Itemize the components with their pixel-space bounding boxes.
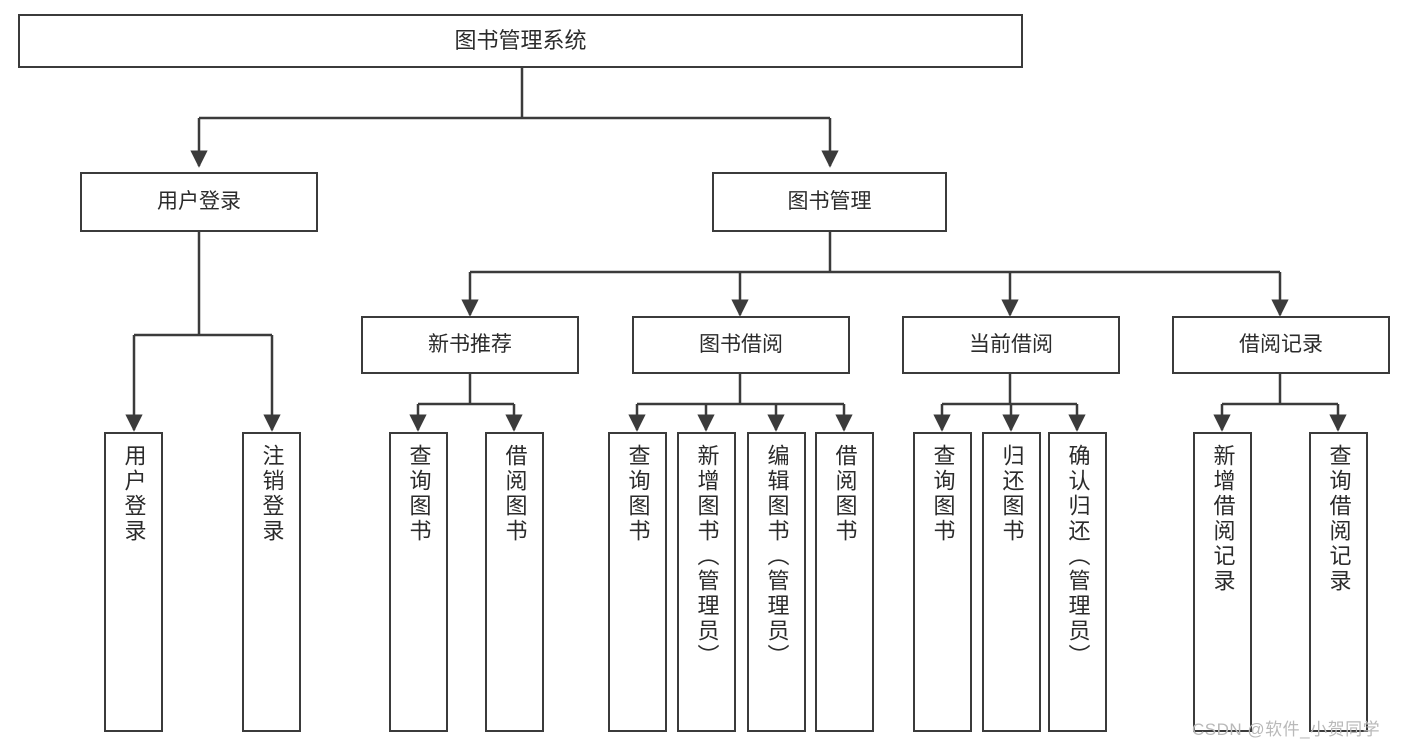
node-borrow-record-label: 借阅记录: [1239, 332, 1323, 356]
leaf-book-borrow-1[interactable]: 查询图书: [608, 432, 667, 732]
leaf-book-borrow-3-label: 编辑图书（管理员）: [764, 444, 790, 669]
node-borrow-record[interactable]: 借阅记录: [1172, 316, 1390, 374]
leaf-current-borrow-1[interactable]: 查询图书: [913, 432, 972, 732]
leaf-book-borrow-4[interactable]: 借阅图书: [815, 432, 874, 732]
leaf-current-borrow-3[interactable]: 确认归还（管理员）: [1048, 432, 1107, 732]
leaf-book-borrow-3[interactable]: 编辑图书（管理员）: [747, 432, 806, 732]
node-book-manage[interactable]: 图书管理: [712, 172, 947, 232]
leaf-book-borrow-2[interactable]: 新增图书（管理员）: [677, 432, 736, 732]
watermark-text: CSDN @软件_小贺同学: [1192, 720, 1381, 739]
node-book-borrow[interactable]: 图书借阅: [632, 316, 850, 374]
leaf-new-book-1-label: 查询图书: [406, 444, 432, 544]
node-book-manage-label: 图书管理: [787, 189, 872, 213]
leaf-user-login-1-label: 用户登录: [121, 444, 147, 544]
leaf-current-borrow-2-label: 归还图书: [999, 444, 1025, 544]
leaf-book-borrow-1-label: 查询图书: [625, 444, 651, 544]
node-root[interactable]: 图书管理系统: [18, 14, 1023, 68]
node-user-login-label: 用户登录: [157, 189, 241, 213]
leaf-new-book-1[interactable]: 查询图书: [389, 432, 448, 732]
leaf-current-borrow-1-label: 查询图书: [930, 444, 956, 544]
leaf-borrow-record-1-label: 新增借阅记录: [1210, 444, 1236, 594]
leaf-user-login-2[interactable]: 注销登录: [242, 432, 301, 732]
leaf-book-borrow-4-label: 借阅图书: [832, 444, 858, 544]
node-root-label: 图书管理系统: [454, 28, 587, 54]
node-current-borrow-label: 当前借阅: [969, 332, 1053, 356]
leaf-borrow-record-2-label: 查询借阅记录: [1326, 444, 1352, 594]
leaf-new-book-2[interactable]: 借阅图书: [485, 432, 544, 732]
node-new-book-recommend-label: 新书推荐: [428, 332, 512, 356]
node-book-borrow-label: 图书借阅: [699, 332, 783, 356]
leaf-current-borrow-2[interactable]: 归还图书: [982, 432, 1041, 732]
node-user-login[interactable]: 用户登录: [80, 172, 318, 232]
node-new-book-recommend[interactable]: 新书推荐: [361, 316, 579, 374]
leaf-user-login-2-label: 注销登录: [259, 444, 285, 544]
leaf-user-login-1[interactable]: 用户登录: [104, 432, 163, 732]
leaf-book-borrow-2-label: 新增图书（管理员）: [694, 444, 720, 669]
node-current-borrow[interactable]: 当前借阅: [902, 316, 1120, 374]
leaf-new-book-2-label: 借阅图书: [502, 444, 528, 544]
leaf-current-borrow-3-label: 确认归还（管理员）: [1065, 444, 1091, 669]
leaf-borrow-record-1[interactable]: 新增借阅记录: [1193, 432, 1252, 732]
leaf-borrow-record-2[interactable]: 查询借阅记录: [1309, 432, 1368, 732]
